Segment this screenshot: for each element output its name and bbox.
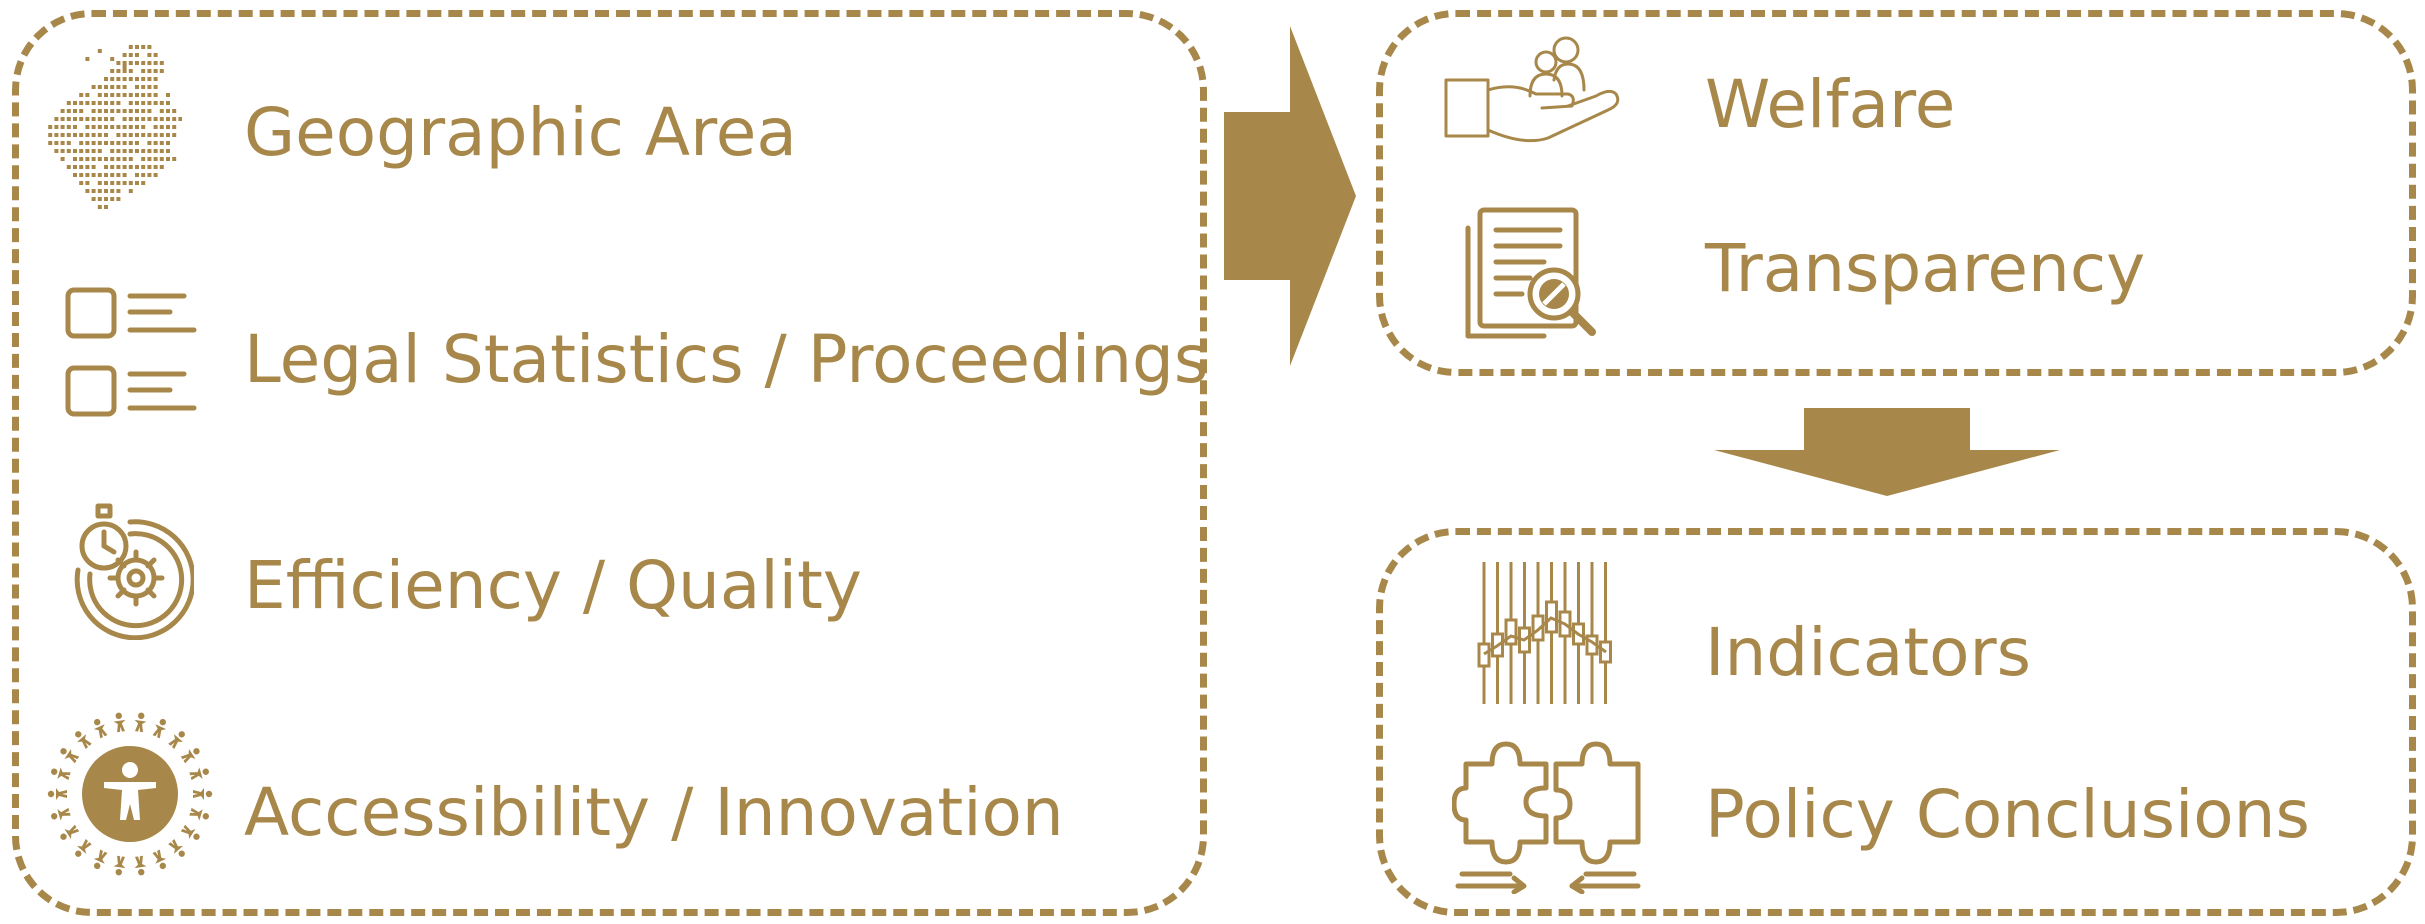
indicators-label: Indicators xyxy=(1705,614,2032,691)
legal-statistics-label: Legal Statistics / Proceedings xyxy=(244,321,1209,398)
geographic-area-label: Geographic Area xyxy=(244,94,797,171)
bottom-right-panel xyxy=(1376,528,2416,916)
stopwatch-gear-icon xyxy=(74,503,194,640)
right-arrow-icon xyxy=(1224,26,1356,366)
left-panel xyxy=(12,10,1207,916)
europe-dot-map-icon xyxy=(48,45,182,209)
hand-with-people-icon xyxy=(1444,36,1620,143)
policy-conclusions-label: Policy Conclusions xyxy=(1705,776,2310,853)
down-arrow-icon xyxy=(1714,408,2060,496)
welfare-label: Welfare xyxy=(1705,66,1956,143)
efficiency-quality-label: Efficiency / Quality xyxy=(244,547,862,624)
document-magnifier-icon xyxy=(1465,207,1596,339)
candlestick-chart-icon xyxy=(1477,562,1612,704)
puzzle-pieces-icon xyxy=(1452,741,1641,894)
accessibility-icon xyxy=(47,712,213,876)
transparency-label: Transparency xyxy=(1705,230,2146,307)
accessibility-innovation-label: Accessibility / Innovation xyxy=(244,774,1064,851)
top-right-panel xyxy=(1376,10,2416,376)
checklist-icon xyxy=(65,287,197,417)
